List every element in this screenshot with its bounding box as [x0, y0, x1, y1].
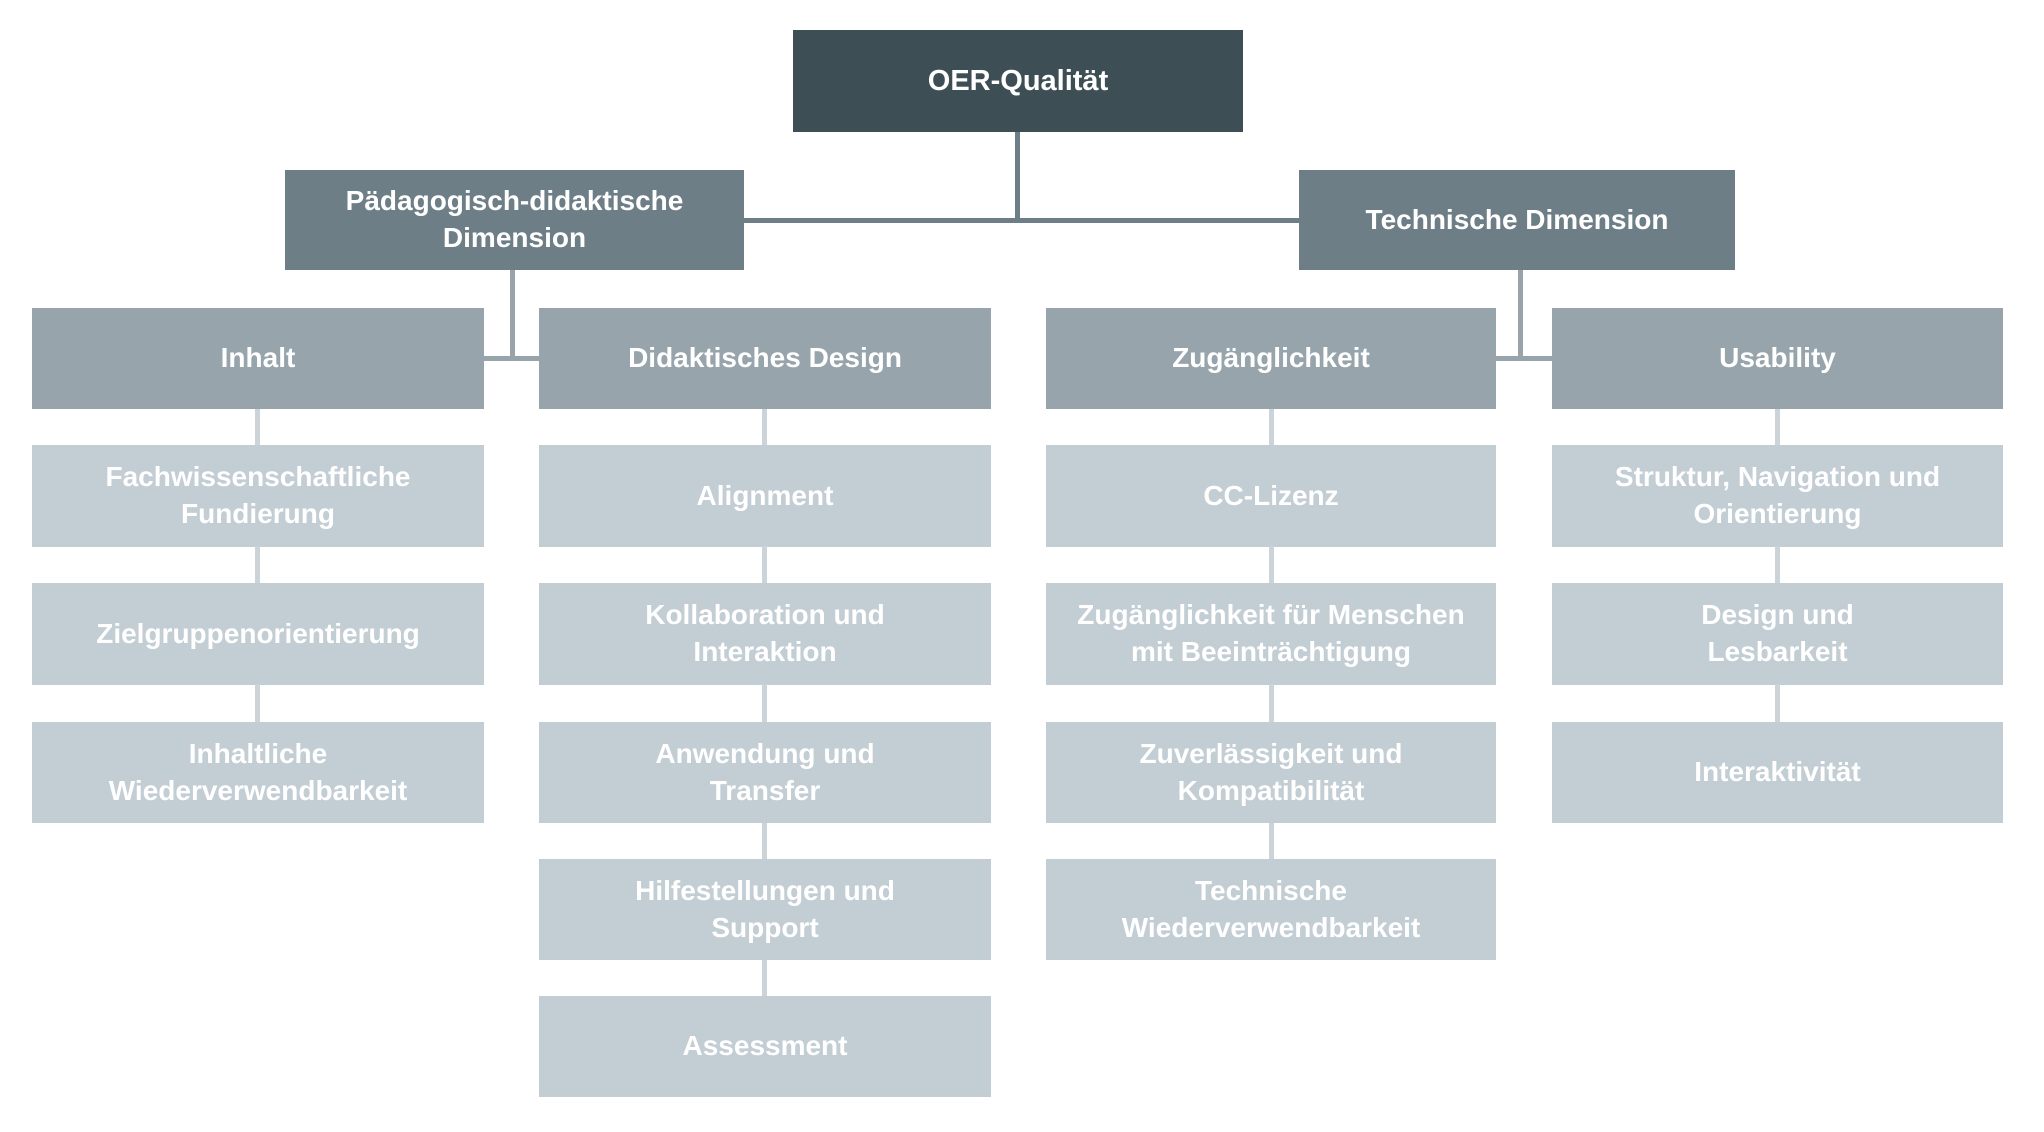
connector-usability-2	[1775, 546, 1780, 583]
connector-didaktisches-design-3	[762, 684, 767, 722]
node-hilfestellungen-und-support: Hilfestellungen und Support	[539, 859, 991, 960]
connector-paedagogisch-horizontal	[484, 356, 539, 361]
node-zugaenglichkeit: Zugänglichkeit	[1046, 308, 1496, 409]
node-paedagogisch-didaktische-dimension: Pädagogisch-didaktische Dimension	[285, 170, 744, 270]
node-design-und-lesbarkeit: Design und Lesbarkeit	[1552, 583, 2003, 685]
connector-didaktisches-design-4	[762, 823, 767, 859]
node-usability: Usability	[1552, 308, 2003, 409]
connector-usability-1	[1775, 409, 1780, 445]
connector-technische-vertical	[1518, 270, 1523, 361]
connector-root-horizontal	[744, 218, 1299, 223]
node-struktur-navigation-und-orientierung: Struktur, Navigation und Orientierung	[1552, 445, 2003, 547]
node-cc-lizenz: CC-Lizenz	[1046, 445, 1496, 547]
connector-inhalt-1	[255, 409, 260, 445]
node-kollaboration-und-interaktion: Kollaboration und Interaktion	[539, 583, 991, 685]
node-zielgruppenorientierung: Zielgruppenorientierung	[32, 583, 484, 685]
node-zugaenglichkeit-fuer-menschen-mit-beeintraechtigung: Zugänglichkeit für Menschen mit Beeinträ…	[1046, 583, 1496, 685]
connector-didaktisches-design-2	[762, 546, 767, 583]
connector-zugaenglichkeit-4	[1269, 823, 1274, 859]
connector-didaktisches-design-1	[762, 409, 767, 445]
node-assessment: Assessment	[539, 996, 991, 1097]
connector-zugaenglichkeit-3	[1269, 684, 1274, 722]
connector-inhalt-3	[255, 684, 260, 722]
node-zuverlaessigkeit-und-kompatibilitaet: Zuverlässigkeit und Kompatibilität	[1046, 722, 1496, 823]
node-interaktivitaet: Interaktivität	[1552, 722, 2003, 823]
connector-zugaenglichkeit-2	[1269, 546, 1274, 583]
node-fachwissenschaftliche-fundierung: Fachwissenschaftliche Fundierung	[32, 445, 484, 547]
node-inhalt: Inhalt	[32, 308, 484, 409]
node-anwendung-und-transfer: Anwendung und Transfer	[539, 722, 991, 823]
connector-technische-horizontal	[1496, 356, 1552, 361]
connector-inhalt-2	[255, 546, 260, 583]
node-technische-dimension: Technische Dimension	[1299, 170, 1735, 270]
connector-didaktisches-design-5	[762, 960, 767, 996]
connector-paedagogisch-vertical	[510, 270, 515, 361]
node-didaktisches-design: Didaktisches Design	[539, 308, 991, 409]
node-technische-wiederverwendbarkeit: Technische Wiederverwendbarkeit	[1046, 859, 1496, 960]
connector-zugaenglichkeit-1	[1269, 409, 1274, 445]
connector-root-vertical	[1015, 132, 1020, 223]
node-oer-qualitaet: OER-Qualität	[793, 30, 1243, 132]
node-inhaltliche-wiederverwendbarkeit: Inhaltliche Wiederverwendbarkeit	[32, 722, 484, 823]
node-alignment: Alignment	[539, 445, 991, 547]
connector-usability-3	[1775, 684, 1780, 722]
